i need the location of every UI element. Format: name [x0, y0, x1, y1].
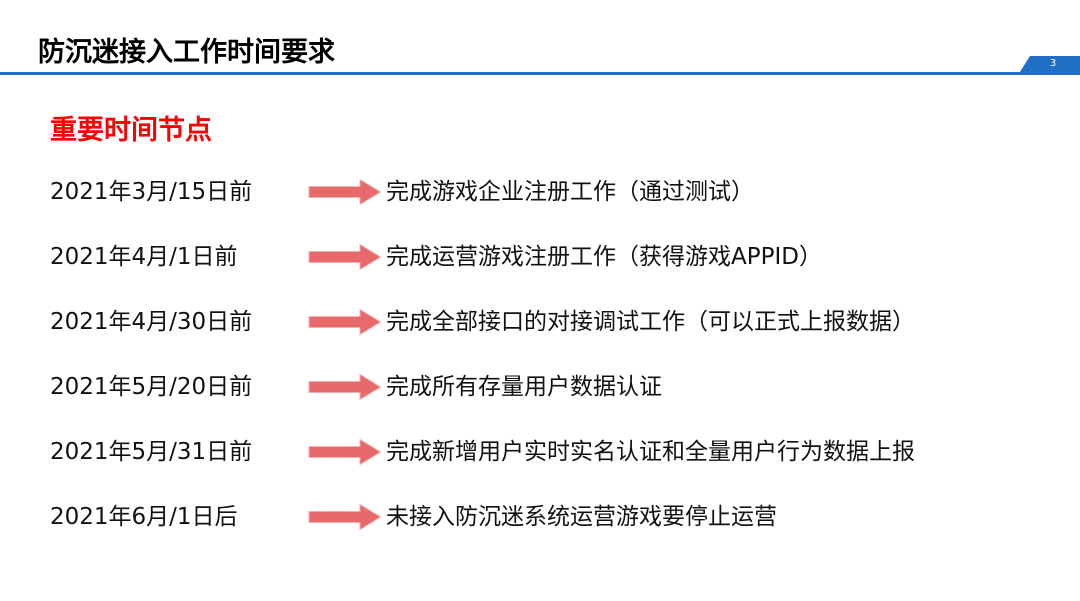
right-arrow-icon [308, 243, 382, 271]
right-arrow-icon [308, 438, 382, 466]
milestone-task: 完成全部接口的对接调试工作（可以正式上报数据） [386, 309, 915, 335]
milestone-task: 完成所有存量用户数据认证 [386, 374, 662, 400]
milestone-list: 2021年3月/15日前 完成游戏企业注册工作（通过测试） 2021年4月/1日… [0, 160, 1080, 550]
milestone-date: 2021年5月/31日前 [50, 439, 253, 465]
milestone-task: 未接入防沉迷系统运营游戏要停止运营 [386, 504, 777, 530]
right-arrow-icon [308, 308, 382, 336]
milestone-row: 2021年6月/1日后 未接入防沉迷系统运营游戏要停止运营 [0, 485, 1080, 550]
milestone-date: 2021年3月/15日前 [50, 179, 253, 205]
milestone-row: 2021年4月/30日前 完成全部接口的对接调试工作（可以正式上报数据） [0, 290, 1080, 355]
milestone-date: 2021年4月/1日前 [50, 244, 238, 270]
page-number: 3 [1049, 58, 1057, 69]
milestone-row: 2021年5月/31日前 完成新增用户实时实名认证和全量用户行为数据上报 [0, 420, 1080, 485]
milestone-date: 2021年4月/30日前 [50, 309, 253, 335]
milestone-task: 完成游戏企业注册工作（通过测试） [386, 179, 754, 205]
right-arrow-icon [308, 373, 382, 401]
milestone-date: 2021年5月/20日前 [50, 374, 253, 400]
milestone-row: 2021年5月/20日前 完成所有存量用户数据认证 [0, 355, 1080, 420]
page-number-tab: 3 [1018, 56, 1080, 75]
slide-title: 防沉迷接入工作时间要求 [38, 37, 335, 68]
milestone-date: 2021年6月/1日后 [50, 504, 238, 530]
milestone-task: 完成新增用户实时实名认证和全量用户行为数据上报 [386, 439, 915, 465]
right-arrow-icon [308, 178, 382, 206]
right-arrow-icon [308, 503, 382, 531]
milestone-row: 2021年4月/1日前 完成运营游戏注册工作（获得游戏APPID） [0, 225, 1080, 290]
milestone-row: 2021年3月/15日前 完成游戏企业注册工作（通过测试） [0, 160, 1080, 225]
title-divider [0, 72, 1080, 75]
section-heading: 重要时间节点 [50, 115, 212, 146]
milestone-task: 完成运营游戏注册工作（获得游戏APPID） [386, 244, 822, 270]
